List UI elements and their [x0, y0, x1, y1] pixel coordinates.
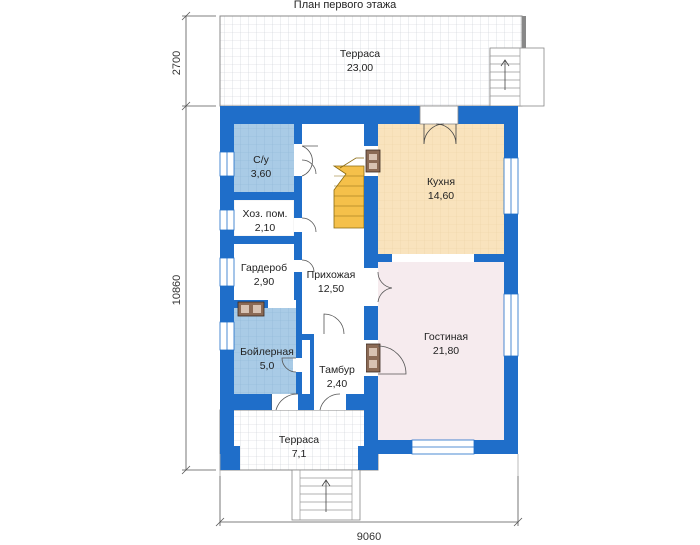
room-label-vestibule: Тамбур 2,40	[319, 364, 355, 390]
room-label-boiler: Бойлерная 5,0	[240, 346, 294, 372]
dimension-house-width: 9060	[357, 531, 381, 543]
dimension-house-length: 10860	[171, 275, 183, 306]
room-name: Кухня	[427, 176, 455, 188]
dimension-terrace-depth: 2700	[171, 51, 183, 75]
room-name: Терраса	[340, 48, 380, 60]
room-label-terrace-bottom: Терраса 7,1	[279, 434, 319, 460]
room-label-living: Гостиная 21,80	[424, 331, 468, 357]
room-area: 14,60	[428, 190, 454, 202]
room-name: Гардероб	[241, 262, 287, 274]
room-label-terrace-top: Терраса 23,00	[340, 48, 380, 74]
interior-doors	[268, 144, 474, 411]
room-label-bathroom: С/у 3,60	[251, 154, 272, 180]
room-area: 3,60	[251, 168, 272, 180]
living-floor	[378, 262, 504, 454]
room-area: 2,90	[254, 276, 275, 288]
terrace-steps-right	[489, 47, 545, 107]
stove-blocks	[237, 149, 381, 373]
windows	[219, 151, 519, 455]
room-label-utility: Хоз. пом. 2,10	[243, 208, 288, 234]
room-label-wardrobe: Гардероб 2,90	[241, 262, 287, 288]
plan-title: План первого этажа	[294, 0, 397, 11]
kitchen-floor	[378, 124, 504, 254]
room-area: 21,80	[433, 345, 459, 357]
room-area: 7,1	[292, 448, 307, 460]
vestibule-floor	[314, 340, 364, 394]
wardrobe-floor	[234, 244, 294, 300]
boiler-floor	[234, 308, 296, 394]
room-name: Хоз. пом.	[243, 208, 288, 220]
room-name: Бойлерная	[240, 346, 294, 358]
room-name: Терраса	[279, 434, 319, 446]
kitchen-terrace-door	[419, 105, 459, 145]
room-name: Гостиная	[424, 331, 468, 343]
room-name: Тамбур	[319, 364, 355, 376]
room-area: 2,10	[255, 222, 276, 234]
room-area: 5,0	[260, 360, 275, 372]
room-name: С/у	[253, 154, 270, 166]
dimension-lines	[181, 11, 523, 527]
room-area: 2,40	[327, 378, 348, 390]
room-name: Прихожая	[307, 269, 356, 281]
bathroom-floor	[234, 124, 294, 192]
staircase	[332, 157, 365, 229]
room-area: 23,00	[347, 62, 373, 74]
terrace-top	[219, 15, 545, 107]
terrace-steps-bottom	[291, 469, 361, 521]
room-label-kitchen: Кухня 14,60	[427, 176, 455, 202]
room-area: 12,50	[318, 283, 344, 295]
terrace-bottom	[219, 409, 379, 521]
room-label-hallway: Прихожая 12,50	[307, 269, 356, 295]
